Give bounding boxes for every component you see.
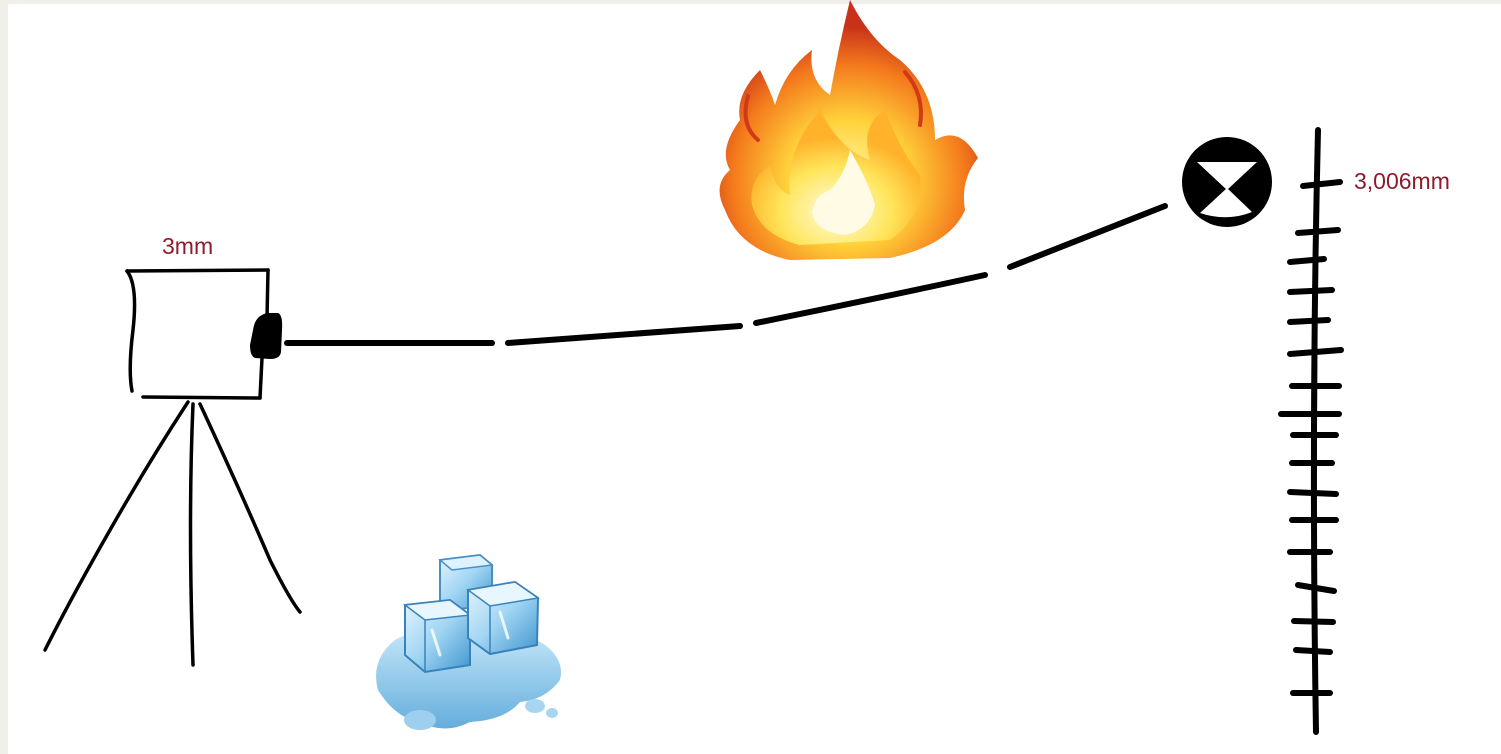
tripod-left-leg (45, 402, 188, 650)
camera-body-right (267, 270, 268, 318)
camera-lens (250, 313, 282, 359)
camera-body-right-lower (260, 358, 262, 398)
camera-body-left (127, 271, 135, 391)
scale-axis (1314, 130, 1318, 732)
target-reading-label: 3,006mm (1354, 168, 1450, 195)
fire-icon (720, 0, 978, 260)
source-size-label: 3mm (162, 233, 213, 260)
light-beam (287, 206, 1165, 343)
ice-cubes-icon (376, 555, 561, 730)
measuring-scale (1281, 130, 1341, 732)
camera-body-bottom (143, 397, 260, 398)
camera-body-top (127, 270, 268, 271)
tripod-center-leg (191, 404, 194, 665)
tripod-right-leg (200, 404, 300, 612)
target-marker-icon (1182, 137, 1272, 227)
